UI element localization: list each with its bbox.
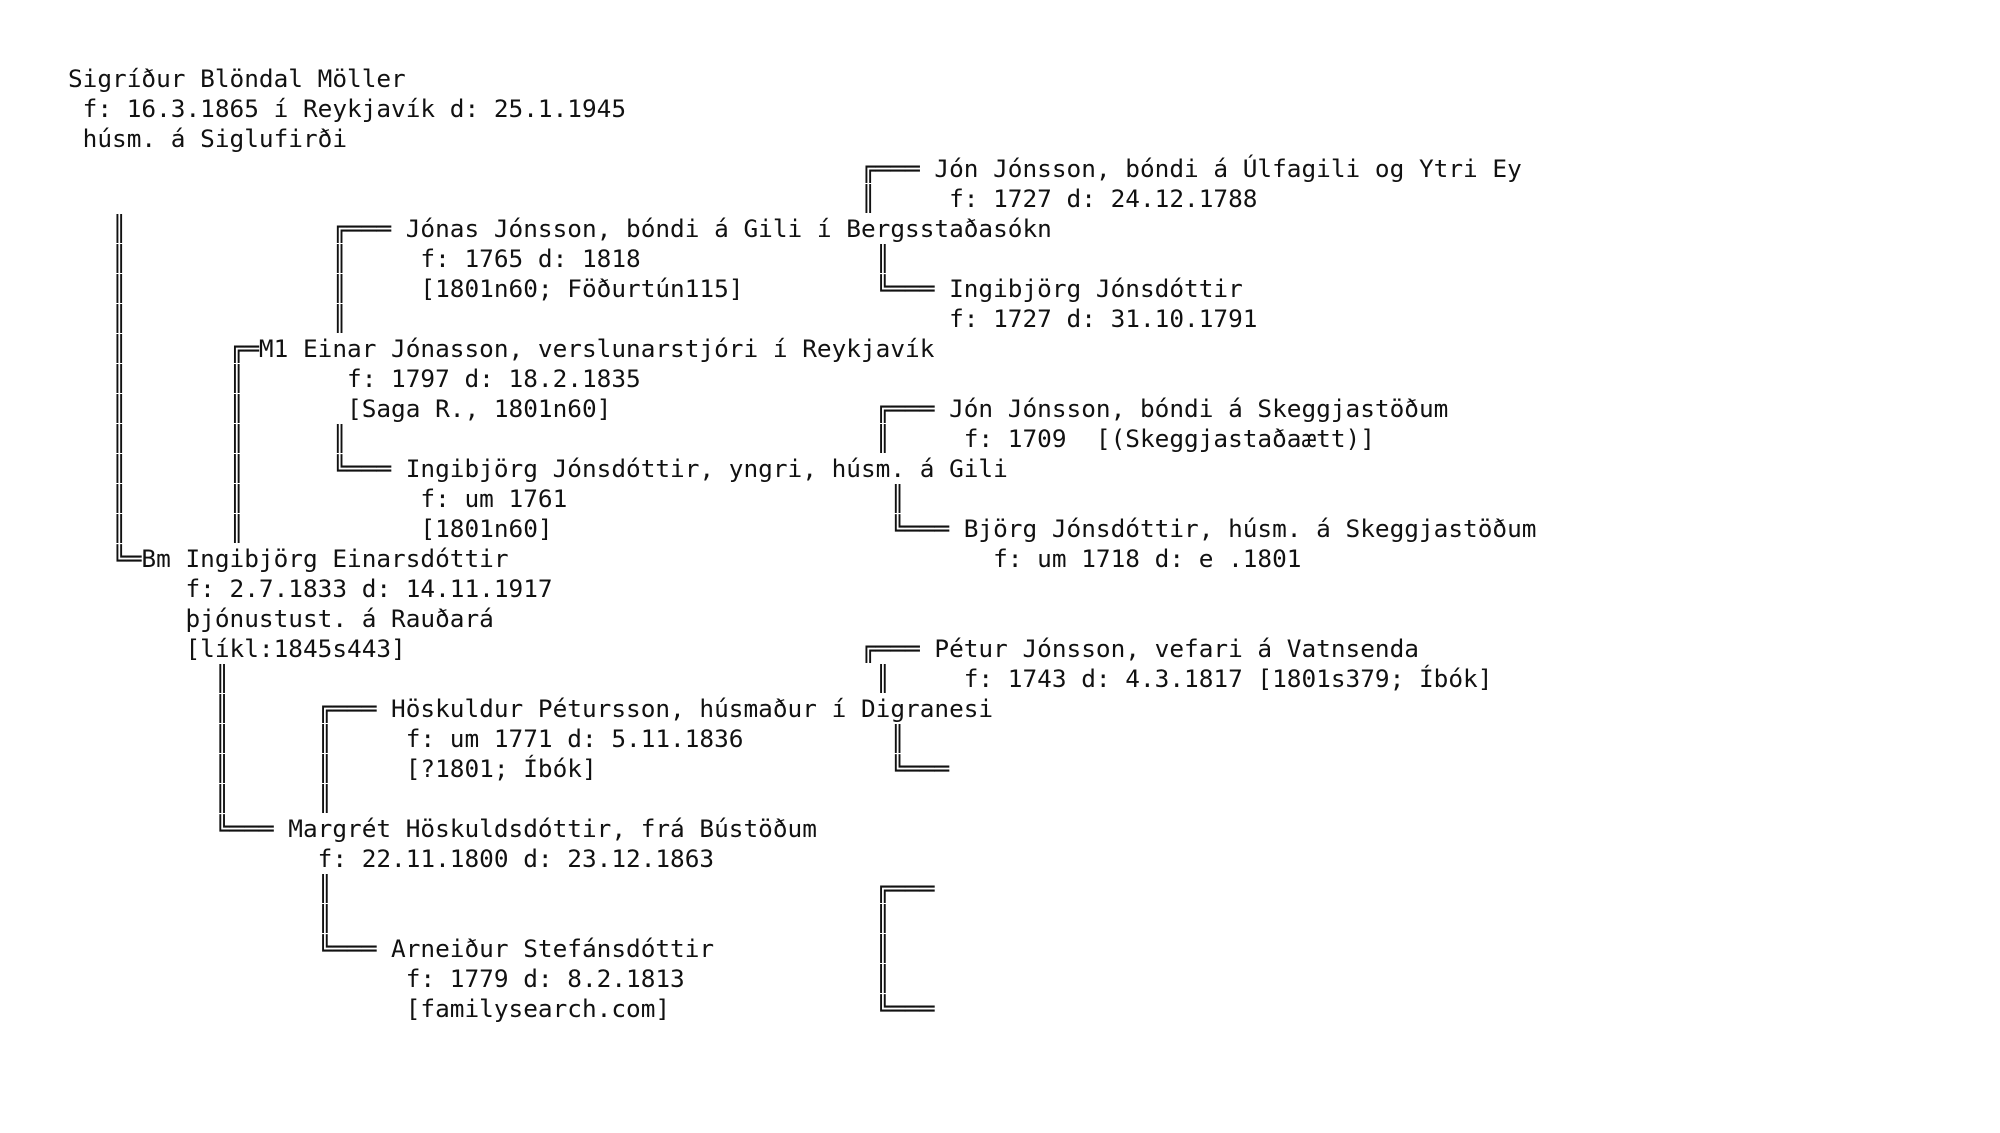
tree-line: ║ ║ — [68, 784, 333, 813]
tree-line: ║ f: 1727 d: 24.12.1788 — [68, 184, 1258, 213]
tree-line: ╚═══ Arneiður Stefánsdóttir ║ — [68, 934, 891, 963]
tree-line: ╔═══ Jón Jónsson, bóndi á Úlfagili og Yt… — [68, 154, 1522, 183]
tree-line: húsm. á Siglufirði — [68, 124, 348, 153]
tree-line: ╚═Bm Ingibjörg Einarsdóttir f: um 1718 d… — [68, 544, 1302, 573]
tree-line: ║ ╔═M1 Einar Jónasson, verslunarstjóri í… — [68, 334, 935, 363]
tree-line: f: 16.3.1865 í Reykjavík d: 25.1.1945 — [68, 94, 627, 123]
tree-line: ║ ║ f: 1727 d: 31.10.1791 — [68, 304, 1258, 333]
tree-line: ║ ║ — [68, 904, 891, 933]
tree-line: ║ ╔═══ — [68, 874, 935, 903]
tree-line: ║ ║ f: 1743 d: 4.3.1817 [1801s379; Íbók] — [68, 664, 1493, 693]
tree-line: [líkl:1845s443] ╔═══ Pétur Jónsson, vefa… — [68, 634, 1419, 663]
tree-line: ║ ║ ╚═══ Ingibjörg Jónsdóttir, yngri, hú… — [68, 454, 1008, 483]
tree-line: f: 1779 d: 8.2.1813 ║ — [68, 964, 891, 993]
tree-line: ╚═══ Margrét Höskuldsdóttir, frá Bústöðu… — [68, 814, 817, 843]
tree-line: ║ ║ [1801n60] ╚═══ Björg Jónsdóttir, hús… — [68, 514, 1537, 543]
tree-line: ║ ║ f: um 1761 ║ — [68, 484, 906, 513]
tree-line: þjónustust. á Rauðará — [68, 604, 494, 633]
tree-line: ║ ║ f: um 1771 d: 5.11.1836 ║ — [68, 724, 906, 753]
tree-line: ║ ║ ║ ║ f: 1709 [(Skeggjastaðaætt)] — [68, 424, 1375, 453]
tree-line: ║ ║ [1801n60; Föðurtún115] ╚═══ Ingibjör… — [68, 274, 1243, 303]
tree-line: ║ ║ f: 1797 d: 18.2.1835 — [68, 364, 641, 393]
tree-line: ║ ╔═══ Jónas Jónsson, bóndi á Gili í Ber… — [68, 214, 1052, 243]
tree-line: ║ ║ [?1801; Íbók] ╚═══ — [68, 754, 950, 783]
tree-line: [familysearch.com] ╚═══ — [68, 994, 935, 1023]
tree-line: f: 2.7.1833 d: 14.11.1917 — [68, 574, 553, 603]
tree-line: ║ ╔═══ Höskuldur Pétursson, húsmaður í D… — [68, 694, 994, 723]
tree-line: Sigríður Blöndal Möller — [68, 64, 406, 93]
genealogy-tree: Sigríður Blöndal Möller f: 16.3.1865 í R… — [68, 64, 1536, 1024]
tree-line: ║ ║ [Saga R., 1801n60] ╔═══ Jón Jónsson,… — [68, 394, 1449, 423]
tree-line: f: 22.11.1800 d: 23.12.1863 — [68, 844, 715, 873]
tree-line: ║ ║ f: 1765 d: 1818 ║ — [68, 244, 891, 273]
